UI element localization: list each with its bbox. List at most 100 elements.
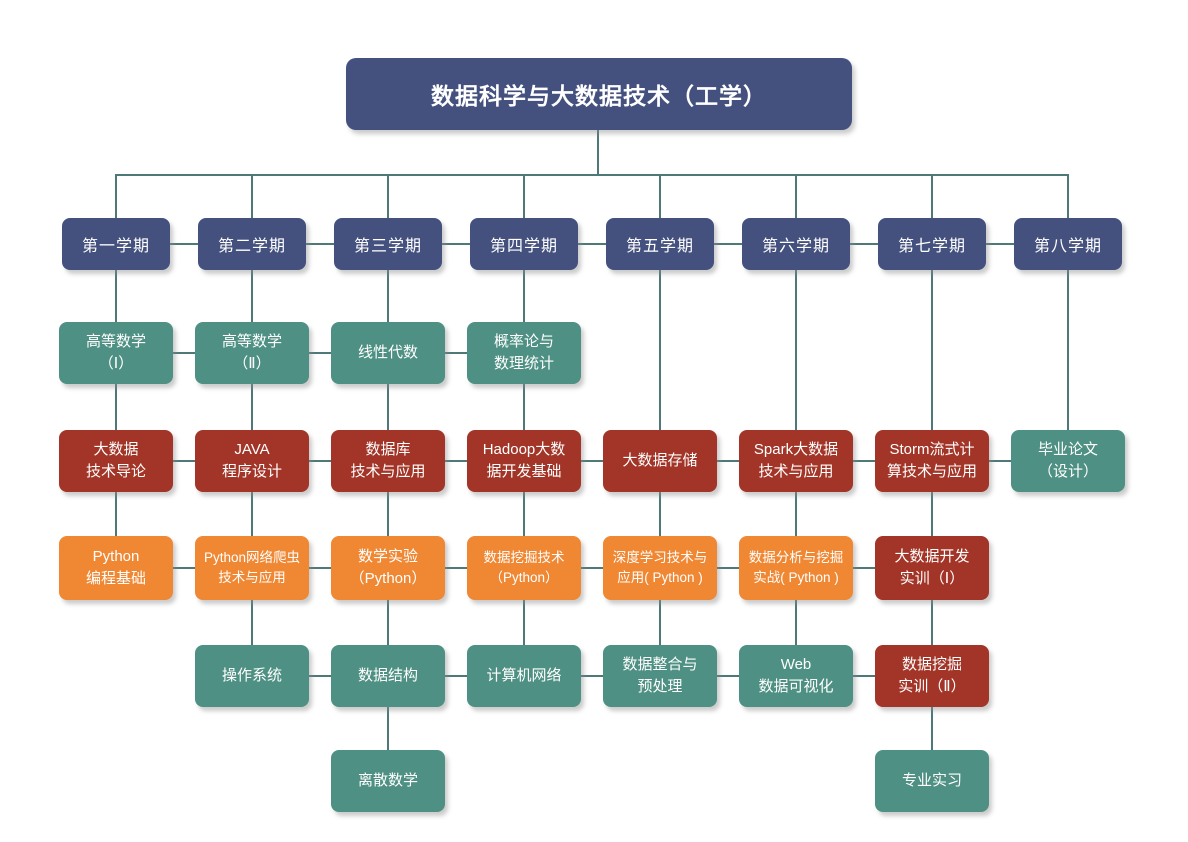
semester-label: 第八学期 xyxy=(1033,238,1102,255)
course-box: Spark大数据技术与应用 xyxy=(739,430,853,492)
semester-box: 第八学期 xyxy=(1014,218,1122,270)
course-box: 操作系统 xyxy=(195,645,309,707)
column-line xyxy=(251,175,253,676)
course-label-line: 概率论与 xyxy=(493,333,554,351)
course-box: Storm流式计算技术与应用 xyxy=(875,430,989,492)
course-box: 离散数学 xyxy=(331,750,445,812)
course-label-line: 大数据存储 xyxy=(622,452,698,470)
course-label-line: 大数据 xyxy=(93,441,139,459)
course-label-line: （Ⅰ） xyxy=(98,355,134,372)
semester-label: 第一学期 xyxy=(81,238,150,255)
course-label-line: 实战( Python ) xyxy=(753,570,839,585)
course-label-line: 数据整合与 xyxy=(622,656,698,674)
semester-box: 第三学期 xyxy=(334,218,442,270)
course-box: 计算机网络 xyxy=(467,645,581,707)
course-label-line: 高等数学 xyxy=(85,333,146,351)
semester-box: 第七学期 xyxy=(878,218,986,270)
course-label-line: Hadoop大数 xyxy=(482,441,566,459)
course-label-line: （Ⅱ） xyxy=(233,355,271,372)
course-label-line: Python网络爬虫 xyxy=(203,549,301,565)
course-label-line: 大数据开发 xyxy=(894,548,970,566)
course-box: 数据挖掘实训（Ⅱ） xyxy=(875,645,989,707)
row-connector-line xyxy=(116,243,1068,245)
semester-box: 第四学期 xyxy=(470,218,578,270)
course-label-line: 技术与应用 xyxy=(218,570,286,585)
semester-box: 第一学期 xyxy=(62,218,170,270)
course-label-line: 数据可视化 xyxy=(758,678,834,695)
course-box: 大数据技术导论 xyxy=(59,430,173,492)
course-label-line: 数据库 xyxy=(365,441,411,459)
course-box: 大数据开发实训（Ⅰ） xyxy=(875,536,989,600)
course-box: 数据整合与预处理 xyxy=(603,645,717,707)
course-label-line: 算技术与应用 xyxy=(886,463,977,480)
course-label-line: 程序设计 xyxy=(221,463,282,480)
course-label-line: 技术导论 xyxy=(85,463,146,480)
semester-label: 第四学期 xyxy=(489,238,558,255)
course-box: JAVA 程序设计 xyxy=(195,430,309,492)
course-label-line: 编程基础 xyxy=(85,570,146,587)
semester-label: 第三学期 xyxy=(353,238,422,255)
course-label-line: 数据分析与挖掘 xyxy=(748,549,844,565)
course-label-line: 高等数学 xyxy=(221,333,282,351)
row-connector-line xyxy=(116,460,1068,462)
course-label-line: 实训（Ⅱ） xyxy=(898,678,966,695)
course-label-line: 据开发基础 xyxy=(486,463,562,480)
column-line xyxy=(523,175,525,676)
course-label-line: 数学实验 xyxy=(357,548,418,566)
course-label-line: Python xyxy=(92,548,140,566)
column-line xyxy=(1067,175,1069,461)
course-label-line: 数据挖掘 xyxy=(901,656,962,674)
program-title-box: 数据科学与大数据技术（工学） xyxy=(346,58,852,130)
course-box: 毕业论文（设计） xyxy=(1011,430,1125,492)
course-box: 数据库技术与应用 xyxy=(331,430,445,492)
course-label-line: 计算机网络 xyxy=(486,667,562,685)
course-label-line: Storm流式计 xyxy=(889,441,975,459)
program-title: 数据科学与大数据技术（工学） xyxy=(431,83,767,109)
distribution-line xyxy=(115,174,1069,176)
course-label-line: 实训（Ⅰ） xyxy=(899,570,965,587)
course-box: Python网络爬虫技术与应用 xyxy=(195,536,309,600)
course-box: 概率论与数理统计 xyxy=(467,322,581,384)
course-label-line: Spark大数据 xyxy=(753,441,839,459)
course-box: 线性代数 xyxy=(331,322,445,384)
semester-label: 第二学期 xyxy=(217,238,286,255)
trunk-line xyxy=(597,130,599,176)
course-label-line: 操作系统 xyxy=(221,667,282,685)
course-label-line: 专业实习 xyxy=(901,772,962,790)
course-box: 高等数学 （Ⅰ） xyxy=(59,322,173,384)
course-box: 大数据存储 xyxy=(603,430,717,492)
course-label-line: 技术与应用 xyxy=(758,463,834,480)
course-box: 数学实验 （Python） xyxy=(331,536,445,600)
row-connector-line xyxy=(252,675,932,677)
semester-label: 第六学期 xyxy=(761,238,830,255)
course-label-line: 毕业论文 xyxy=(1037,441,1098,459)
course-box: 高等数学 （Ⅱ） xyxy=(195,322,309,384)
row-connector-line xyxy=(116,352,524,354)
course-box: Hadoop大数据开发基础 xyxy=(467,430,581,492)
course-box: 数据结构 xyxy=(331,645,445,707)
course-label-line: 数理统计 xyxy=(493,355,554,372)
semester-label: 第七学期 xyxy=(897,238,966,255)
column-line xyxy=(795,175,797,676)
course-box: Python 编程基础 xyxy=(59,536,173,600)
course-label-line: Web xyxy=(780,656,812,674)
course-label-line: 数据结构 xyxy=(357,667,418,685)
course-label-line: 技术与应用 xyxy=(350,463,426,480)
column-line xyxy=(659,175,661,676)
course-box: 深度学习技术与应用( Python ) xyxy=(603,536,717,600)
course-box: 数据分析与挖掘实战( Python ) xyxy=(739,536,853,600)
semester-box: 第六学期 xyxy=(742,218,850,270)
semester-box: 第五学期 xyxy=(606,218,714,270)
course-label-line: 线性代数 xyxy=(357,344,418,362)
course-label-line: 数据挖掘技术 xyxy=(483,549,565,565)
course-label-line: （Python） xyxy=(489,570,559,585)
course-label-line: JAVA xyxy=(234,441,270,459)
course-label-line: 应用( Python ) xyxy=(617,570,703,585)
course-label-line: 离散数学 xyxy=(357,772,418,790)
course-box: Web 数据可视化 xyxy=(739,645,853,707)
course-label-line: 深度学习技术与 xyxy=(612,549,708,565)
course-label-line: （Python） xyxy=(349,570,427,587)
semester-box: 第二学期 xyxy=(198,218,306,270)
semester-label: 第五学期 xyxy=(625,238,694,255)
